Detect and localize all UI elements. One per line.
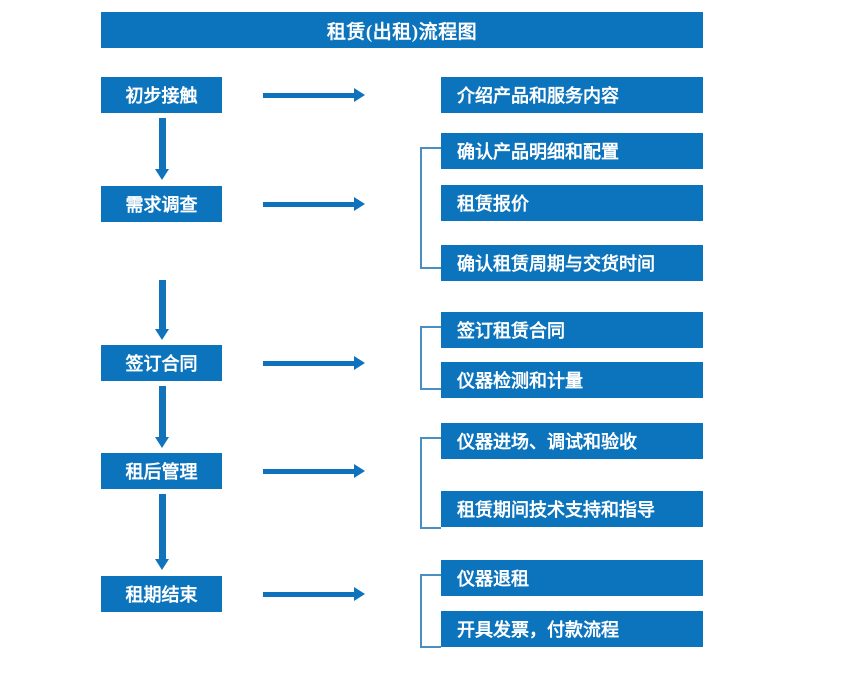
group-bracket-post-rental-mgmt — [420, 437, 441, 529]
arrow-shaft — [263, 93, 355, 98]
horizontal-arrow-4 — [263, 464, 365, 478]
arrow-shaft — [159, 386, 166, 438]
arrow-shaft — [159, 494, 166, 560]
arrow-shaft — [263, 592, 355, 597]
arrow-shaft — [159, 280, 166, 330]
arrow-head — [354, 88, 365, 102]
arrow-shaft — [263, 202, 355, 207]
arrow-head — [354, 356, 365, 370]
horizontal-arrow-5 — [263, 587, 365, 601]
stage-node-lease-end[interactable]: 租期结束 — [101, 576, 222, 612]
detail-node-instrument-inspection[interactable]: 仪器检测和计量 — [441, 362, 703, 398]
group-bracket-sign-contract — [420, 326, 441, 390]
arrow-head — [354, 464, 365, 478]
arrow-head — [354, 197, 365, 211]
diagram-title: 租赁(出租)流程图 — [101, 12, 703, 48]
group-bracket-lease-end — [420, 574, 441, 648]
vertical-arrow-2 — [155, 280, 170, 340]
arrow-shaft — [263, 361, 355, 366]
horizontal-arrow-3 — [263, 356, 365, 370]
arrow-head — [155, 559, 169, 570]
detail-node-instrument-return[interactable]: 仪器退租 — [441, 560, 703, 596]
detail-node-confirm-period-delivery[interactable]: 确认租赁周期与交货时间 — [441, 245, 703, 281]
vertical-arrow-1 — [155, 118, 170, 180]
detail-node-onsite-commission[interactable]: 仪器进场、调试和验收 — [441, 423, 703, 459]
detail-node-invoice-payment[interactable]: 开具发票，付款流程 — [441, 611, 703, 647]
stage-node-post-rental-mgmt[interactable]: 租后管理 — [101, 453, 222, 489]
arrow-head — [155, 437, 169, 448]
detail-node-rental-quotation[interactable]: 租赁报价 — [441, 185, 703, 221]
arrow-shaft — [263, 469, 355, 474]
group-bracket-needs-survey — [420, 147, 441, 269]
arrow-head — [354, 587, 365, 601]
detail-node-confirm-spec-config[interactable]: 确认产品明细和配置 — [441, 133, 703, 169]
detail-node-sign-rental-contract[interactable]: 签订租赁合同 — [441, 312, 703, 348]
vertical-arrow-4 — [155, 494, 170, 570]
stage-node-initial-contact[interactable]: 初步接触 — [101, 77, 222, 113]
arrow-head — [155, 329, 169, 340]
stage-node-needs-survey[interactable]: 需求调查 — [101, 186, 222, 222]
horizontal-arrow-1 — [263, 88, 365, 102]
detail-node-introduce-products[interactable]: 介绍产品和服务内容 — [441, 77, 703, 113]
detail-node-tech-support[interactable]: 租赁期间技术支持和指导 — [441, 491, 703, 527]
stage-node-sign-contract[interactable]: 签订合同 — [101, 345, 222, 381]
vertical-arrow-3 — [155, 386, 170, 448]
arrow-shaft — [159, 118, 166, 170]
horizontal-arrow-2 — [263, 197, 365, 211]
arrow-head — [155, 169, 169, 180]
